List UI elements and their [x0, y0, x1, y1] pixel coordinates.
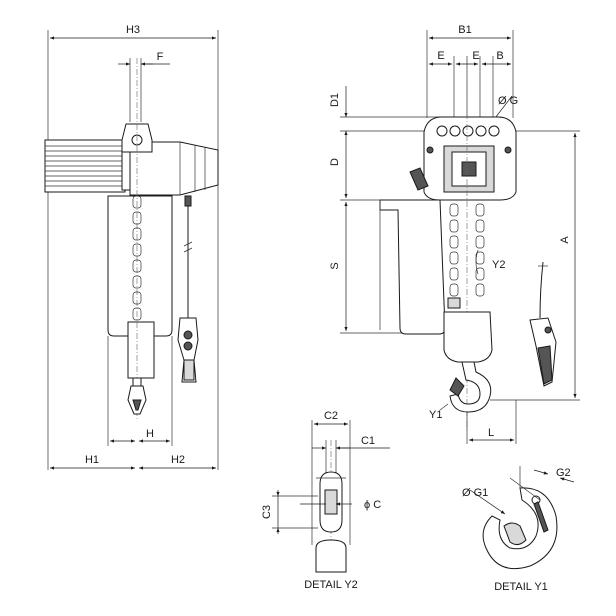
- c3-label: C3: [261, 505, 273, 519]
- detail-y2: C2 C1 C3 ϕ C DETAIL Y2: [261, 410, 390, 591]
- hook-side: [127, 377, 147, 415]
- g-label: Ø G: [498, 95, 518, 107]
- housing: [121, 123, 219, 196]
- h2-label: H2: [171, 454, 185, 466]
- side-view: H3 F: [44, 24, 219, 470]
- e-mid-label: E: [472, 50, 479, 62]
- detail-y1-caption: DETAIL Y1: [494, 581, 548, 593]
- load-chain-side: [132, 195, 142, 321]
- b1-label: B1: [458, 24, 471, 36]
- pendant-side: [177, 195, 199, 383]
- motor: [44, 139, 133, 193]
- bottom-block-hook: [443, 311, 493, 413]
- front-view: B1 E E B D1 D S Ø G A: [329, 24, 580, 444]
- b-label: B: [496, 50, 503, 62]
- chain-bag-front: [379, 199, 446, 335]
- pendant-front: [529, 261, 557, 387]
- load-chain-front: [447, 203, 485, 309]
- d1-label: D1: [329, 93, 341, 107]
- e-left-label: E: [437, 50, 444, 62]
- f-label: F: [157, 51, 164, 63]
- s-label: S: [329, 262, 341, 269]
- y1-label: Y1: [429, 409, 442, 421]
- g1-label: Ø G1: [462, 487, 488, 499]
- a-label: A: [559, 236, 571, 244]
- phi-c-label: ϕ C: [364, 499, 381, 511]
- h-label: H: [146, 428, 154, 440]
- l-label: L: [488, 427, 494, 439]
- detail-y2-caption: DETAIL Y2: [304, 579, 358, 591]
- g2-label: G2: [556, 467, 571, 479]
- detail-y1: Ø G1 G2 DETAIL Y1: [462, 466, 575, 593]
- h3-label: H3: [126, 24, 140, 36]
- h1-label: H1: [85, 454, 99, 466]
- c1-label: C1: [361, 435, 375, 447]
- chain-container: [107, 195, 173, 379]
- d-label: D: [329, 158, 341, 166]
- y2-label: Y2: [492, 259, 505, 271]
- housing-front: [409, 116, 517, 201]
- c2-label: C2: [324, 410, 338, 422]
